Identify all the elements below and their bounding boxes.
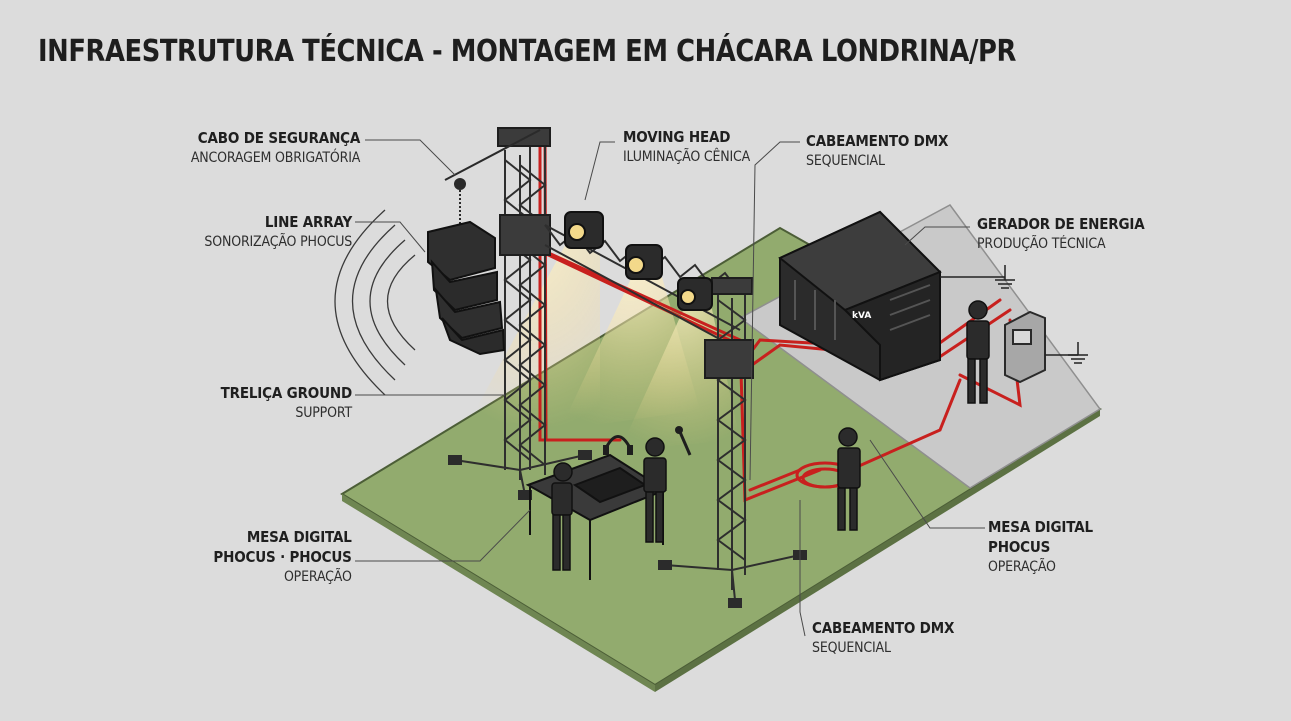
label-moving-head-subtitle: ILUMINAÇÃO CÊNICA (623, 149, 751, 165)
worker-cable (837, 427, 861, 531)
label-mesa-left-title-2: PHOCUS · PHOCUS (213, 548, 353, 566)
sound-waves (334, 209, 416, 396)
page-title: INFRAESTRUTURA TÉCNICA - MONTAGEM EM CHÁ… (38, 34, 1016, 69)
label-mesa-right-title-1: MESA DIGITAL (988, 518, 1093, 536)
label-mesa-digital-left: MESA DIGITAL PHOCUS · PHOCUS OPERAÇÃO (198, 527, 353, 587)
label-moving-head: MOVING HEAD ILUMINAÇÃO CÊNICA (623, 127, 764, 167)
label-trelica-title: TRELIÇA GROUND (220, 384, 353, 402)
label-dmx-bottom-title: CABEAMENTO DMX (812, 619, 955, 637)
ground-symbol-generator (940, 265, 1015, 289)
label-dmx-bottom: CABEAMENTO DMX SEQUENCIAL (812, 618, 970, 658)
worker-mixer-right (643, 437, 667, 543)
label-mesa-left-title-1: MESA DIGITAL (247, 528, 352, 546)
label-dmx-top: CABEAMENTO DMX SEQUENCIAL (806, 131, 964, 171)
label-gerador-title: GERADOR DE ENERGIA (977, 215, 1145, 233)
label-gerador: GERADOR DE ENERGIA PRODUÇÃO TÉCNICA (977, 214, 1163, 254)
label-dmx-bottom-subtitle: SEQUENCIAL (812, 640, 891, 656)
label-dmx-top-subtitle: SEQUENCIAL (806, 153, 885, 169)
leader-lines (355, 139, 985, 637)
label-gerador-subtitle: PRODUÇÃO TÉCNICA (977, 236, 1106, 252)
generator-kva-badge: kVA (852, 311, 871, 321)
label-trelica-subtitle: SUPPORT (295, 405, 352, 421)
microphone-icon (678, 431, 692, 456)
electrical-panel (1004, 310, 1046, 384)
moving-head-lights (564, 211, 713, 311)
worker-mixer-left (551, 462, 573, 571)
label-trelica: TRELIÇA GROUND SUPPORT (206, 383, 353, 423)
label-line-array: LINE ARRAY SONORIZAÇÃO PHOCUS (188, 212, 352, 252)
label-mesa-right-title-2: PHOCUS (988, 538, 1051, 556)
label-mesa-digital-right: MESA DIGITAL PHOCUS OPERAÇÃO (988, 517, 1105, 577)
label-mesa-right-subtitle: OPERAÇÃO (988, 559, 1056, 575)
worker-generator (966, 300, 990, 404)
generator (778, 210, 942, 382)
line-array-speaker (427, 220, 506, 356)
label-cabo-seguranca-subtitle: ANCORAGEM OBRIGATÓRIA (190, 150, 361, 166)
label-cabo-seguranca: CABO DE SEGURANÇA ANCORAGEM OBRIGATÓRIA (172, 128, 361, 168)
label-moving-head-title: MOVING HEAD (623, 128, 731, 146)
label-mesa-left-subtitle: OPERAÇÃO (284, 569, 352, 585)
label-line-array-title: LINE ARRAY (264, 213, 352, 231)
label-line-array-subtitle: SONORIZAÇÃO PHOCUS (204, 234, 352, 250)
ground-symbol-panel (1045, 342, 1088, 364)
truss-left (454, 140, 586, 496)
label-cabo-seguranca-title: CABO DE SEGURANÇA (197, 129, 361, 147)
label-dmx-top-title: CABEAMENTO DMX (806, 132, 949, 150)
headphones-icon (604, 435, 632, 449)
